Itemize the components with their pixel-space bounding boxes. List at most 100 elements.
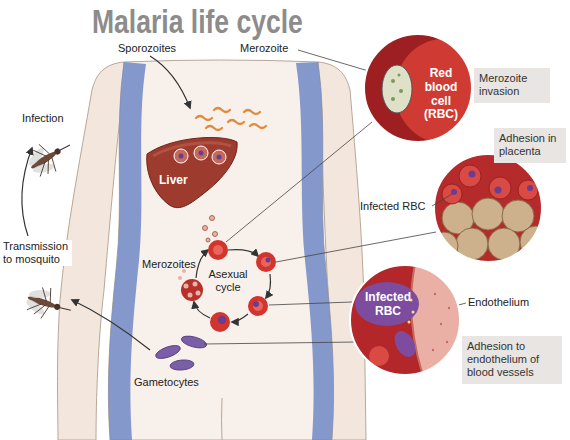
leader-line: [276, 232, 436, 262]
endothelium-inset-circle: [432, 349, 434, 351]
caption-text: Adhesion in placenta: [499, 132, 561, 158]
placenta-inset: [430, 150, 552, 270]
liver-shape: [199, 151, 204, 156]
red-blood-cell: [266, 258, 271, 263]
mosquito: [53, 147, 61, 155]
mosquito: [22, 131, 78, 183]
stage-label-wrap: Sporozoites: [118, 42, 176, 55]
red-blood-cell: [193, 282, 198, 287]
merozoite-dots: [203, 216, 218, 243]
mosquito: [29, 290, 51, 299]
endothelium-inset-circle: [446, 341, 448, 343]
red-blood-cell: [181, 279, 203, 301]
red-blood-cell: [253, 301, 263, 311]
stage-label: Asexual cycle: [204, 268, 252, 294]
stage-label-wrap: Gametocytes: [134, 376, 199, 389]
part-label: Merozoite: [240, 42, 288, 55]
liver-shape: [212, 150, 226, 164]
liver-shape: Liver: [143, 134, 239, 214]
cycle-arrow: [22, 148, 32, 236]
rbc-inset-circle: [382, 65, 412, 113]
placenta-inset: [430, 198, 552, 260]
stage-label: Infection: [22, 112, 64, 125]
endothelium-inset-circle: [412, 311, 415, 314]
merozoite-dots: [213, 232, 218, 237]
red-blood-cell: [196, 291, 201, 296]
rbc-inset-circle: [398, 74, 401, 77]
sporozoites: [244, 110, 260, 114]
part-label-wrap: Endothelium: [468, 296, 529, 309]
red-blood-cell: [213, 245, 223, 255]
sporozoites: [196, 108, 266, 130]
caption-text: Merozoite invasion: [479, 72, 545, 98]
cycle-arrow: [232, 314, 248, 322]
rbc-inset-circle: [391, 79, 395, 83]
placenta-inset: [442, 165, 538, 204]
part-label-wrap: Infected RBC: [360, 200, 425, 213]
body-shading: [296, 62, 334, 440]
red-blood-cell: [188, 293, 193, 298]
endothelium-inset-circle: [408, 321, 411, 324]
gametocyte: [170, 359, 195, 371]
liver-shape: [147, 138, 237, 208]
liver-shape: [194, 146, 208, 160]
endothelium-inset-circle: [350, 265, 460, 375]
cycle-arrow: [196, 250, 208, 278]
stage-label: Sporozoites: [118, 42, 176, 55]
part-label: Infected RBC: [360, 200, 425, 213]
liver-shape: [217, 155, 222, 160]
cycle-arrow: [266, 274, 271, 298]
placenta-inset: [527, 185, 533, 191]
human-body: [58, 60, 367, 440]
rbc-inset-circle: [364, 34, 472, 142]
leader-line: [204, 342, 358, 344]
mosquito: [32, 162, 55, 174]
placenta-inset: [430, 150, 550, 270]
sporozoites: [206, 126, 222, 130]
inset-border: [434, 154, 542, 262]
endothelium-inset-circle: [355, 282, 419, 326]
mosquito: [25, 142, 59, 180]
placenta-inset: [489, 177, 511, 199]
sporozoites: [228, 120, 244, 124]
torso: [108, 60, 333, 440]
stage-label-wrap: Asexual cycle: [204, 268, 252, 294]
gametocyte: [154, 343, 182, 361]
stage-label: Gametocytes: [134, 376, 199, 389]
mosquito: [53, 303, 61, 311]
rbc-inset-circle: [399, 89, 403, 93]
rbc-inset-circle: [363, 33, 473, 143]
liver-shape: [143, 134, 239, 214]
endothelium-inset-circle: [448, 307, 450, 309]
caption-box: Merozoite invasion: [474, 68, 550, 103]
stage-label: Transmission to mosquito: [2, 240, 72, 266]
placenta-inset: [472, 198, 504, 230]
mosquito: [22, 282, 76, 327]
endothelium-inset-circle: [349, 264, 461, 376]
endothelium-inset-circle: [440, 323, 442, 325]
leader-line: [226, 122, 372, 242]
inset-text: Infected RBC: [359, 291, 417, 319]
red-blood-cell: [184, 284, 189, 289]
placenta-inset: [430, 232, 458, 260]
endothelium-inset-circle: Infected RBC: [349, 264, 461, 376]
cycle-arrow: [150, 56, 190, 108]
caption-box: Adhesion in placenta: [494, 128, 566, 163]
cycle-arrow: [22, 56, 271, 350]
endothelium-inset-circle: [349, 264, 461, 376]
endothelium-inset-circle: [411, 264, 423, 376]
diagram-title: Malaria life cycle: [92, 4, 303, 38]
cycle-arrow: [194, 302, 210, 318]
sporozoites: [250, 124, 266, 128]
leg-split: [221, 398, 223, 440]
part-label: Endothelium: [468, 296, 529, 309]
merozoite-dots: [210, 216, 215, 221]
red-blood-cell: [210, 312, 230, 332]
placenta-inset: [469, 171, 476, 178]
endothelium-inset-circle: [411, 264, 461, 376]
placenta-inset: [495, 187, 502, 194]
caption-text: Adhesion to endothelium of blood vessels: [467, 340, 557, 380]
placenta-inset: [451, 171, 533, 196]
red-blood-cell: [178, 276, 182, 280]
